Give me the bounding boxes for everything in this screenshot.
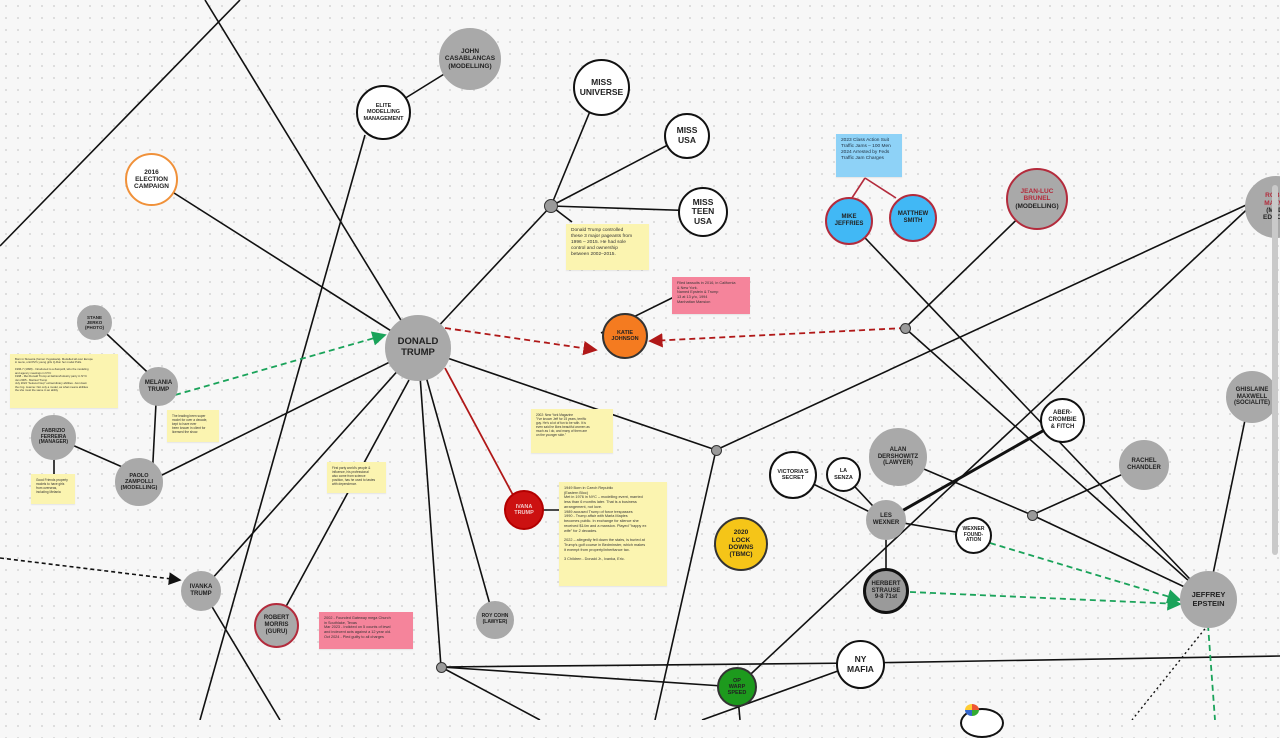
edge: [736, 199, 1258, 688]
note-melania-side[interactable]: The leading been super model for over a …: [167, 410, 219, 442]
edge: [885, 418, 1063, 522]
node-donald-trump[interactable]: DONALD TRUMP: [385, 315, 451, 381]
node-la-senza[interactable]: LA SENZA: [826, 457, 861, 492]
edge: [440, 666, 738, 688]
edge: [201, 347, 419, 591]
note-pageants[interactable]: Donald Trump controlled these 3 major pa…: [566, 224, 649, 270]
node-wexner-foundation[interactable]: WEXNER FOUND- ATION: [955, 517, 992, 554]
note-fabrizio[interactable]: Good Friends property models to have gir…: [31, 474, 75, 504]
node-ivana-trump[interactable]: IVANA TRUMP: [504, 490, 544, 530]
node-ivanka-trump[interactable]: IVANKA TRUMP: [181, 571, 221, 611]
edge: [989, 542, 1182, 604]
node-melania-trump[interactable]: MELANIA TRUMP: [139, 367, 178, 406]
edge: [440, 662, 861, 668]
junction-dot: [544, 199, 558, 213]
edge: [550, 134, 688, 207]
edge: [444, 367, 514, 496]
node-op-warp-speed[interactable]: OP WARP SPEED: [717, 667, 757, 707]
edge: [417, 347, 495, 620]
node-jean-luc-brunel[interactable]: JEAN-LUC BRUNEL(MODELLING): [1006, 168, 1068, 230]
edge: [440, 666, 541, 720]
node-alan-dershowitz[interactable]: ALAN DERSHOWITZ (LAWYER): [869, 428, 927, 486]
node-john-casablancas[interactable]: JOHN CASABLANCAS (MODELLING): [439, 28, 501, 90]
edge: [654, 449, 717, 720]
edge: [701, 662, 861, 720]
note-ny-magazine[interactable]: 2002: New York Magazine "I've known Jeff…: [531, 409, 613, 453]
edge: [1031, 514, 1209, 599]
vertical-scrollbar[interactable]: [1272, 185, 1278, 555]
note-melania-bio[interactable]: Born in Slovenia (former Yugoslavia). Mo…: [10, 354, 118, 408]
junction-dot: [436, 662, 447, 673]
node-jeffrey-epstein[interactable]: JEFFREY EPSTEIN: [1180, 571, 1237, 628]
node-abercrombie-fitch[interactable]: ABER- CROMBIE & FITCH: [1040, 398, 1085, 443]
node-mike-jeffries[interactable]: MIKE JEFFRIES: [825, 197, 873, 245]
edge: [0, 0, 241, 247]
connection-lines: [0, 0, 1280, 720]
node-katie-johnson[interactable]: KATIE JOHNSON: [602, 313, 648, 359]
edge: [715, 199, 1258, 451]
partial-node-marker: [965, 704, 979, 716]
node-roy-cohn[interactable]: ROY COHN (LAWYER): [476, 601, 514, 639]
node-ghislaine-maxwell[interactable]: GHISLAINE MAXWELL (SOCIALITE): [1226, 371, 1278, 423]
node-victorias-secret[interactable]: VICTORIA'S SECRET: [769, 451, 817, 499]
note-ivana-bio[interactable]: 1949 Born in Czech Republic (Eastern Blo…: [559, 482, 667, 586]
node-elite-modelling[interactable]: ELITE MODELLING MANAGEMENT: [356, 85, 411, 140]
node-miss-universe[interactable]: MISS UNIVERSE: [573, 59, 630, 116]
note-katie-lawsuit[interactable]: Filed lawsuits in 2016, in California & …: [672, 277, 750, 314]
node-ny-mafia[interactable]: NY MAFIA: [836, 640, 885, 689]
edge: [864, 177, 897, 199]
junction-dot: [1027, 510, 1038, 521]
edge: [199, 134, 366, 720]
note-ivanka[interactable]: First party world's people & influence, …: [327, 462, 386, 493]
edge: [417, 347, 717, 451]
edge: [0, 557, 182, 585]
node-2020-lockdowns[interactable]: 2020 LOCK DOWNS (TBMC): [714, 517, 768, 571]
node-paolo-zampolli[interactable]: PAOLO ZAMPOLLI (MODELLING): [115, 458, 163, 506]
edge: [174, 331, 387, 396]
node-2016-election[interactable]: 2016 ELECTION CAMPAIGN: [125, 153, 178, 206]
node-matthew-smith[interactable]: MATTHEW SMITH: [889, 194, 937, 242]
edge: [1207, 624, 1216, 720]
node-les-wexner[interactable]: LES WEXNER: [866, 500, 906, 540]
edge: [151, 347, 419, 481]
edge: [904, 327, 1209, 599]
node-miss-teen-usa[interactable]: MISS TEEN USA: [678, 187, 728, 237]
edge: [417, 347, 442, 668]
note-robert-morris[interactable]: 2002 - Founded Gateway mega Church in So…: [319, 612, 413, 649]
edge: [444, 327, 598, 356]
node-fabrizio-ferreira[interactable]: FABRIZIO FERREIRA (MANAGER): [31, 415, 76, 460]
note-jeffries-charges[interactable]: 2023 Class Action Suit Traffic Jams – 10…: [836, 134, 902, 177]
node-stane-jerko[interactable]: STANE JERKO (PHOTO): [77, 305, 112, 340]
edge: [909, 591, 1182, 611]
edge: [550, 205, 703, 212]
node-miss-usa[interactable]: MISS USA: [664, 113, 710, 159]
node-rachel-chandler[interactable]: RACHEL CHANDLER: [1119, 440, 1169, 490]
junction-dot: [900, 323, 911, 334]
edge: [201, 589, 281, 720]
edge: [648, 327, 906, 348]
edge: [847, 219, 1209, 599]
edge: [1131, 624, 1209, 720]
edge: [275, 379, 410, 626]
node-robert-morris[interactable]: ROBERT MORRIS (GURU): [254, 603, 299, 648]
edge: [859, 655, 1280, 664]
node-herbert-strause[interactable]: HERBERT STRAUSE 9-8 71st: [863, 568, 909, 614]
junction-dot: [711, 445, 722, 456]
edge: [1207, 395, 1251, 599]
edge: [151, 178, 419, 349]
edge: [204, 0, 419, 349]
